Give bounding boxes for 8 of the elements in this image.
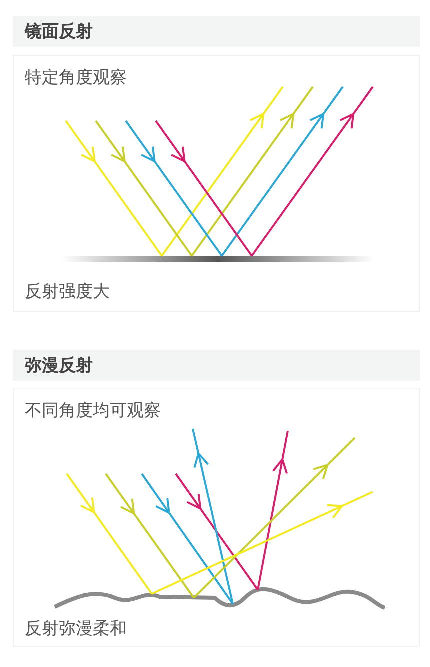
section-title: 镜面反射 [25, 21, 93, 43]
section-title: 弥漫反射 [25, 355, 93, 377]
card-panel [13, 55, 420, 312]
card-panel [13, 388, 420, 647]
note-text: 反射强度大 [25, 281, 110, 303]
caption-text: 特定角度观察 [25, 67, 127, 89]
note-text: 反射弥漫柔和 [25, 618, 127, 640]
caption-text: 不同角度均可观察 [25, 400, 161, 422]
